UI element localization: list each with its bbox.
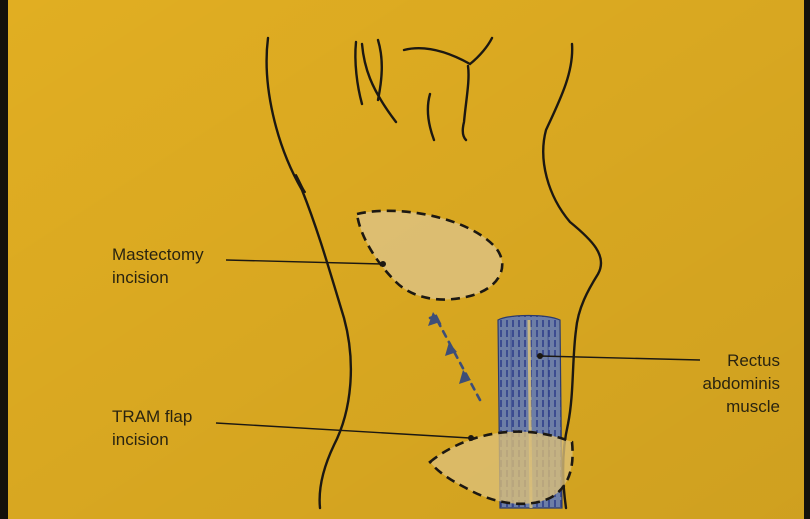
- right-dark-edge: [804, 0, 810, 519]
- left-dark-edge: [0, 0, 8, 519]
- tram-label-line-1: TRAM flap: [112, 405, 192, 428]
- tram-label-line-2: incision: [112, 428, 192, 451]
- mastectomy-label: Mastectomy incision: [112, 243, 204, 289]
- rectus-label-line-2: abdominis: [664, 372, 780, 395]
- rectus-label: Rectus abdominis muscle: [664, 349, 780, 418]
- tram-leader-dot: [468, 435, 474, 441]
- mastectomy-label-line-1: Mastectomy: [112, 243, 204, 266]
- rectus-leader-dot: [537, 353, 543, 359]
- rectus-label-line-3: muscle: [664, 395, 780, 418]
- mastectomy-label-line-2: incision: [112, 266, 204, 289]
- mastectomy-leader-dot: [380, 261, 386, 267]
- tram-label: TRAM flap incision: [112, 405, 192, 451]
- rectus-label-line-1: Rectus: [664, 349, 780, 372]
